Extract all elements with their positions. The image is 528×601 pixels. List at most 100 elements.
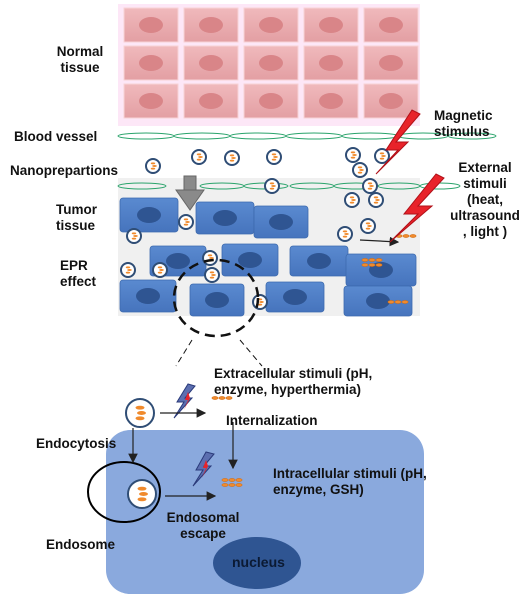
drug-molecule: [381, 155, 386, 157]
magnetic-stimulus-bolt: [375, 109, 421, 175]
drug-molecule: [221, 478, 229, 482]
drug-molecule: [135, 405, 145, 410]
drug-molecule: [228, 478, 236, 482]
drug-molecule: [369, 185, 374, 187]
normal-cell-nucleus: [379, 93, 403, 109]
tumor-cell-nucleus: [238, 252, 262, 268]
drug-molecule: [373, 196, 379, 199]
drug-molecule: [257, 303, 263, 306]
release-arrow: [359, 236, 400, 247]
drug-molecule: [368, 263, 376, 267]
normal-cells: [123, 7, 419, 119]
drug-molecule: [235, 478, 243, 482]
drug-molecule: [401, 300, 409, 304]
drug-molecule: [228, 483, 236, 487]
drug-molecule: [157, 271, 163, 274]
tumor-cell-nucleus: [166, 253, 190, 269]
drug-molecule: [209, 271, 215, 274]
label-nucleus: nucleus: [232, 554, 285, 570]
drug-molecule: [394, 300, 402, 304]
normal-tissue: [118, 4, 420, 126]
drug-molecule: [367, 182, 373, 185]
drug-molecule: [359, 169, 364, 171]
normal-cell-nucleus: [139, 93, 163, 109]
vessel-segment: [229, 132, 287, 140]
normal-cell-nucleus: [199, 17, 223, 33]
tumor-cell-nucleus: [205, 292, 229, 308]
extracellular-stimulus-bolt: [173, 383, 196, 419]
drug-molecule: [351, 199, 356, 201]
normal-cell-nucleus: [259, 93, 283, 109]
tumor-cell-nucleus: [307, 253, 331, 269]
drug-molecule: [269, 182, 275, 185]
drug-molecule: [152, 165, 157, 167]
drug-molecule: [271, 185, 276, 187]
drug-molecule: [409, 234, 417, 238]
drug-molecule: [221, 483, 229, 487]
drug-molecule: [357, 171, 363, 174]
drug-molecule: [231, 157, 236, 159]
drug-molecule: [137, 411, 146, 415]
drug-molecule: [361, 258, 369, 262]
drug-molecule: [379, 157, 385, 160]
tumor-cell-nucleus: [136, 288, 160, 304]
drug-molecule: [361, 263, 369, 267]
label-intracellular-stimuli: Intracellular stimuli (pH, enzyme, GSH): [273, 466, 427, 497]
vessel-segment: [341, 132, 399, 140]
normal-cell-nucleus: [319, 93, 343, 109]
normal-cell-nucleus: [379, 17, 403, 33]
normal-cell-nucleus: [139, 17, 163, 33]
intracellular-stimulus-bolt: [192, 451, 215, 487]
drug-molecule: [225, 396, 233, 400]
vessel-segment: [285, 132, 343, 140]
label-extracellular-stimuli: Extracellular stimuli (pH, enzyme, hyper…: [214, 366, 373, 397]
drug-molecule: [367, 225, 372, 227]
normal-cell-nucleus: [199, 93, 223, 109]
drug-molecule: [259, 301, 264, 303]
external-stimuli-bolt: [389, 173, 445, 243]
label-endosomal-escape: Endosomal escape: [166, 510, 240, 541]
label-nanopreparations: Nanoprepartions: [10, 163, 119, 178]
label-magnetic-stimulus: Magnetic stimulus: [434, 108, 493, 139]
drug-molecule: [159, 269, 164, 271]
drug-molecule: [207, 254, 213, 257]
drug-molecule: [342, 230, 348, 233]
drug-molecule: [352, 154, 357, 156]
drug-molecule: [368, 258, 376, 262]
vessel-segment: [447, 132, 497, 140]
label-endosome: Endosome: [46, 537, 116, 552]
label-blood-vessel: Blood vessel: [14, 129, 98, 144]
label-tumor-tissue: Tumor tissue: [56, 202, 97, 233]
lower-nanoparticles: [125, 396, 243, 509]
zoom-line-right: [239, 339, 263, 367]
zoom-line-left: [175, 339, 193, 367]
endosome-membrane: [87, 461, 161, 523]
drug-molecule: [137, 497, 147, 502]
vessel-segment: [117, 182, 167, 190]
label-external-stimuli: External stimuli (heat, ultrasound , lig…: [450, 160, 520, 239]
drug-molecule: [196, 153, 202, 156]
drug-molecule: [150, 162, 156, 165]
drug-molecule: [183, 223, 189, 226]
blood-vessel-top: [117, 132, 497, 140]
drug-molecule: [365, 222, 371, 225]
drug-molecule: [344, 233, 349, 235]
drug-molecule: [150, 167, 156, 170]
drug-molecule: [157, 266, 163, 269]
drug-molecule: [125, 271, 131, 274]
vessel-segment: [173, 132, 231, 140]
drug-molecule: [349, 196, 355, 199]
drug-molecule: [349, 201, 355, 204]
drug-molecule: [342, 235, 348, 238]
drug-molecule: [127, 269, 132, 271]
drug-molecule: [229, 154, 235, 157]
drug-molecule: [271, 158, 277, 161]
drug-molecule: [379, 152, 385, 155]
drug-molecule: [211, 396, 219, 400]
normal-cell-nucleus: [259, 17, 283, 33]
drug-molecule: [125, 266, 131, 269]
drug-molecule: [211, 274, 216, 276]
drug-molecule: [196, 158, 202, 161]
tumor-cell-nucleus: [213, 210, 237, 226]
